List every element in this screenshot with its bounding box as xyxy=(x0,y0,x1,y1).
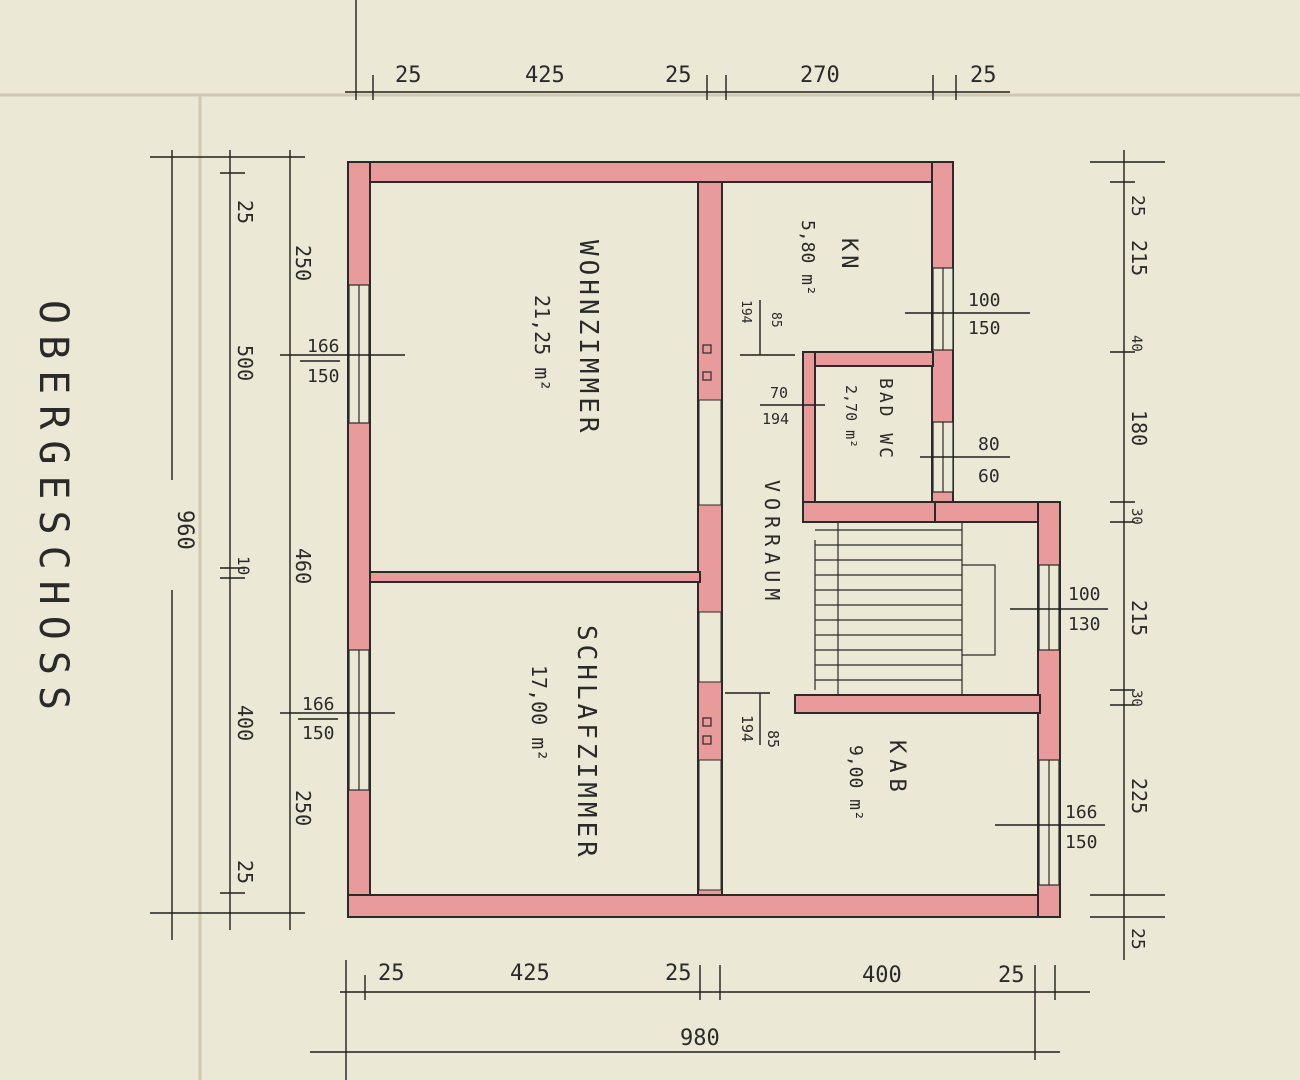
dim-right-7: 225 xyxy=(1127,778,1151,814)
wall-stair-bottom xyxy=(794,694,1041,714)
dim-left-inner-0: 250 xyxy=(291,245,315,281)
dim-right-8: 25 xyxy=(1127,928,1148,950)
dim-top-0: 25 xyxy=(395,63,422,88)
wall-north xyxy=(347,161,954,183)
window-5-width: 100 xyxy=(1068,584,1101,605)
room-kn-area: 5,80 m² xyxy=(797,220,818,296)
room-schlafzimmer-area: 17,00 m² xyxy=(527,665,551,761)
window-4-height: 60 xyxy=(978,466,1000,487)
dim-top-1: 425 xyxy=(525,63,565,88)
window-6-height: 150 xyxy=(1065,832,1098,853)
dim-bottom-1: 425 xyxy=(510,961,550,986)
dim-left-outer-0: 25 xyxy=(233,200,257,224)
door-2-width: 70 xyxy=(770,384,788,402)
dim-top-2: 25 xyxy=(665,63,692,88)
door-3-height: 194 xyxy=(738,715,756,742)
dim-left-outer-4: 25 xyxy=(233,860,257,884)
room-vorraum-name: VORRAUM xyxy=(760,480,784,606)
chimney-flue xyxy=(702,735,712,745)
room-wohnzimmer-area: 21,25 m² xyxy=(530,295,554,391)
dim-right-5: 215 xyxy=(1127,600,1151,636)
door-opening xyxy=(698,759,722,891)
dim-right-0: 25 xyxy=(1127,195,1148,217)
dimensions-bottom: 25 425 25 400 25 980 xyxy=(310,960,1090,1080)
wall-living-bedroom xyxy=(369,571,701,583)
dim-right-1: 215 xyxy=(1127,240,1151,276)
room-bad-name: BAD WC xyxy=(875,378,896,461)
door-3-width: 85 xyxy=(764,730,782,748)
dim-top-3: 270 xyxy=(800,63,840,88)
window-labels: 166 150 166 150 100 150 80 60 100 130 16… xyxy=(298,290,1108,853)
dim-right-4: 30 xyxy=(1128,508,1144,525)
door-opening xyxy=(698,399,722,506)
dim-right-3: 180 xyxy=(1127,410,1151,446)
chimney-flue xyxy=(702,344,712,354)
room-bad-area: 2,70 m² xyxy=(842,385,860,448)
dim-left-outer-3: 400 xyxy=(233,705,257,741)
room-wohnzimmer-name: WOHNZIMMER xyxy=(573,240,603,437)
wall-south xyxy=(347,894,1061,918)
doors xyxy=(698,344,722,891)
window-5-height: 130 xyxy=(1068,614,1101,635)
staircase xyxy=(814,522,996,695)
door-1-width: 85 xyxy=(768,312,783,328)
dim-bottom-2: 25 xyxy=(665,961,692,986)
dim-right-2: 40 xyxy=(1128,335,1144,352)
chimney-flue xyxy=(702,717,712,727)
dim-bottom-0: 25 xyxy=(378,961,405,986)
wall-bath-left xyxy=(802,351,816,513)
chimney-flue xyxy=(702,371,712,381)
window-1-height: 150 xyxy=(307,366,340,387)
dim-bottom-total: 980 xyxy=(680,1026,720,1051)
room-kn-name: KN xyxy=(836,238,861,273)
window-2-height: 150 xyxy=(302,723,335,744)
window-1-width: 166 xyxy=(307,336,340,357)
window-2-width: 166 xyxy=(302,694,335,715)
dimensions-top: 25 425 25 270 25 xyxy=(345,0,1010,100)
dim-left-inner-2: 250 xyxy=(291,790,315,826)
dimensions-left: 25 500 10 400 25 250 460 250 960 xyxy=(150,150,405,940)
plan-title: OBERGESCHOSS xyxy=(30,300,76,721)
dim-bottom-4: 25 xyxy=(998,963,1025,988)
room-labels: WOHNZIMMER 21,25 m² SCHLAFZIMMER 17,00 m… xyxy=(527,220,909,861)
dim-right-6: 30 xyxy=(1128,690,1144,707)
room-kab-area: 9,00 m² xyxy=(845,745,866,821)
wall-west xyxy=(347,161,371,918)
door-opening xyxy=(698,611,722,683)
dim-left-outer-2: 10 xyxy=(234,556,253,575)
room-kab-name: KAB xyxy=(884,740,909,798)
window-6-width: 166 xyxy=(1065,802,1098,823)
wall-bath-top xyxy=(802,351,934,367)
windows xyxy=(348,267,1060,886)
window-3-height: 150 xyxy=(968,318,1001,339)
dim-top-4: 25 xyxy=(970,63,997,88)
door-1-height: 194 xyxy=(738,300,753,324)
room-schlafzimmer-name: SCHLAFZIMMER xyxy=(571,625,601,861)
window-3-width: 100 xyxy=(968,290,1001,311)
door-2-height: 194 xyxy=(762,410,789,428)
wall-bath-bottom xyxy=(802,501,936,523)
window-4-width: 80 xyxy=(978,434,1000,455)
dim-left-inner-1: 460 xyxy=(291,548,315,584)
dim-bottom-3: 400 xyxy=(862,963,902,988)
door-labels: 85 194 70 194 85 194 xyxy=(725,300,825,748)
dimensions-right: 25 215 40 180 30 215 30 225 25 xyxy=(1090,150,1165,960)
dim-left-total: 960 xyxy=(172,510,197,550)
dim-left-outer-1: 500 xyxy=(233,345,257,381)
